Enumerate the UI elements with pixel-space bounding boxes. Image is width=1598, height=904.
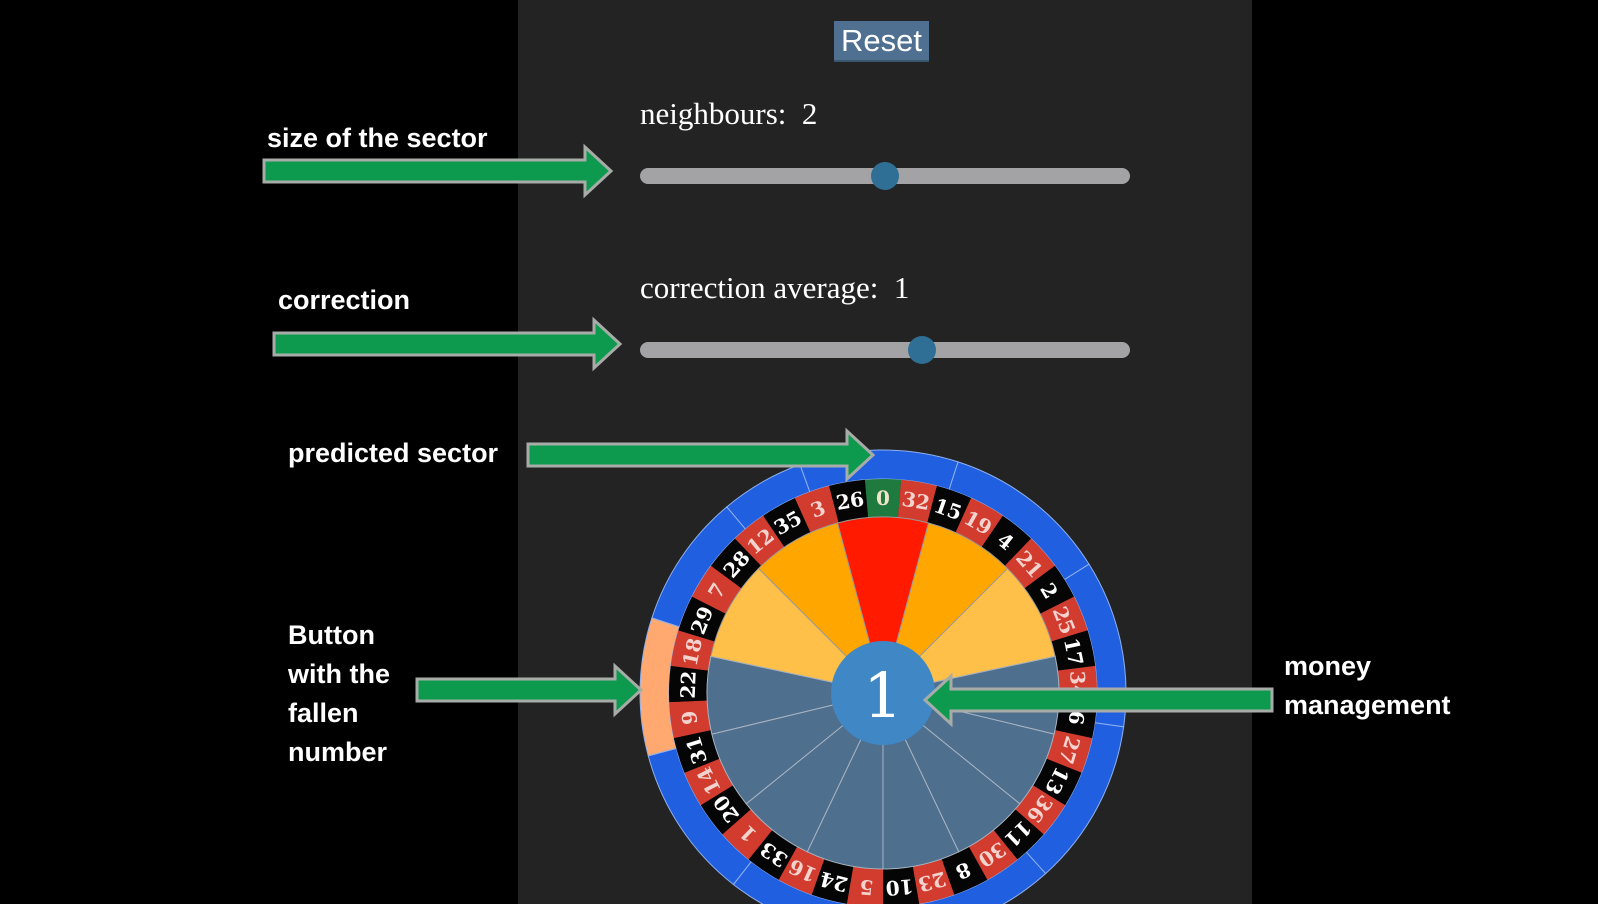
pocket-11[interactable] — [993, 809, 1044, 860]
pocket-number: 5 — [859, 875, 875, 900]
pocket-9[interactable] — [669, 700, 711, 739]
pocket-16[interactable] — [778, 846, 825, 895]
pocket-20[interactable] — [700, 785, 751, 835]
pocket-4[interactable] — [981, 515, 1032, 566]
pocket-17[interactable] — [1051, 630, 1096, 671]
correction-average-slider[interactable] — [640, 336, 1130, 364]
pocket-5[interactable] — [846, 866, 883, 904]
pocket-15[interactable] — [927, 485, 972, 533]
pocket-3[interactable] — [794, 485, 839, 533]
neighbours-slider-thumb[interactable] — [871, 162, 899, 190]
pocket-32[interactable] — [897, 479, 937, 523]
annotation-fallen-number-button: Button with the fallen number — [288, 616, 390, 772]
arrow-money-management-icon — [922, 672, 1274, 728]
annotation-line: money — [1284, 651, 1372, 681]
annotation-line: management — [1284, 690, 1451, 720]
pocket-7[interactable] — [691, 565, 742, 614]
reset-button[interactable]: Reset — [834, 21, 929, 62]
annotation-line: fallen — [288, 698, 359, 728]
correction-average-slider-thumb[interactable] — [907, 336, 936, 364]
pocket-number: 32 — [900, 487, 931, 515]
pocket-13[interactable] — [1032, 758, 1082, 806]
arrow-correction-icon — [272, 316, 623, 372]
pocket-31[interactable] — [673, 730, 720, 773]
pocket-10[interactable] — [883, 866, 920, 904]
pocket-8[interactable] — [941, 846, 988, 895]
center-number: 1 — [863, 659, 902, 732]
pocket-number: 18 — [678, 636, 707, 668]
pocket-number: 22 — [676, 670, 701, 699]
pocket-25[interactable] — [1040, 596, 1088, 642]
pocket-21[interactable] — [1004, 538, 1056, 589]
pocket-number: 9 — [677, 709, 703, 726]
pocket-28[interactable] — [710, 538, 762, 589]
pocket-19[interactable] — [955, 497, 1003, 548]
pocket-1[interactable] — [722, 809, 773, 860]
annotation-correction: correction — [278, 285, 411, 315]
pocket-22[interactable] — [668, 665, 709, 703]
pocket-18[interactable] — [670, 630, 715, 671]
pocket-number: 0 — [876, 486, 890, 510]
pocket-14[interactable] — [684, 758, 734, 806]
pocket-number: 10 — [885, 874, 915, 900]
arrow-fallen-number-icon — [415, 662, 644, 718]
pocket-29[interactable] — [678, 596, 726, 642]
pocket-35[interactable] — [763, 497, 811, 548]
pocket-23[interactable] — [912, 858, 955, 904]
pocket-24[interactable] — [811, 858, 854, 904]
annotation-predicted-sector: predicted sector — [288, 438, 499, 468]
pocket-36[interactable] — [1015, 785, 1066, 835]
pocket-0[interactable] — [864, 479, 902, 518]
correction-average-label: correction average: 1 — [640, 270, 910, 305]
pocket-33[interactable] — [748, 829, 798, 880]
annotation-line: number — [288, 737, 388, 767]
arrow-predicted-sector-icon — [526, 427, 876, 483]
money-management-hub[interactable] — [831, 641, 935, 745]
pocket-number: 17 — [1059, 636, 1088, 668]
neighbours-label: neighbours: 2 — [640, 96, 818, 131]
annotation-line: with the — [288, 659, 390, 689]
annotation-money-management: money management — [1284, 647, 1451, 725]
annotation-line: Button — [288, 620, 375, 650]
annotation-size-of-sector: size of the sector — [267, 123, 488, 153]
pocket-2[interactable] — [1024, 565, 1075, 614]
neighbours-slider[interactable] — [640, 162, 1130, 190]
pocket-12[interactable] — [734, 515, 785, 566]
pocket-26[interactable] — [829, 479, 869, 523]
pocket-number: 6 — [1064, 709, 1090, 726]
pocket-number: 26 — [834, 487, 865, 515]
pocket-27[interactable] — [1046, 730, 1093, 773]
pocket-30[interactable] — [968, 829, 1018, 880]
arrow-size-of-sector-icon — [262, 143, 614, 199]
